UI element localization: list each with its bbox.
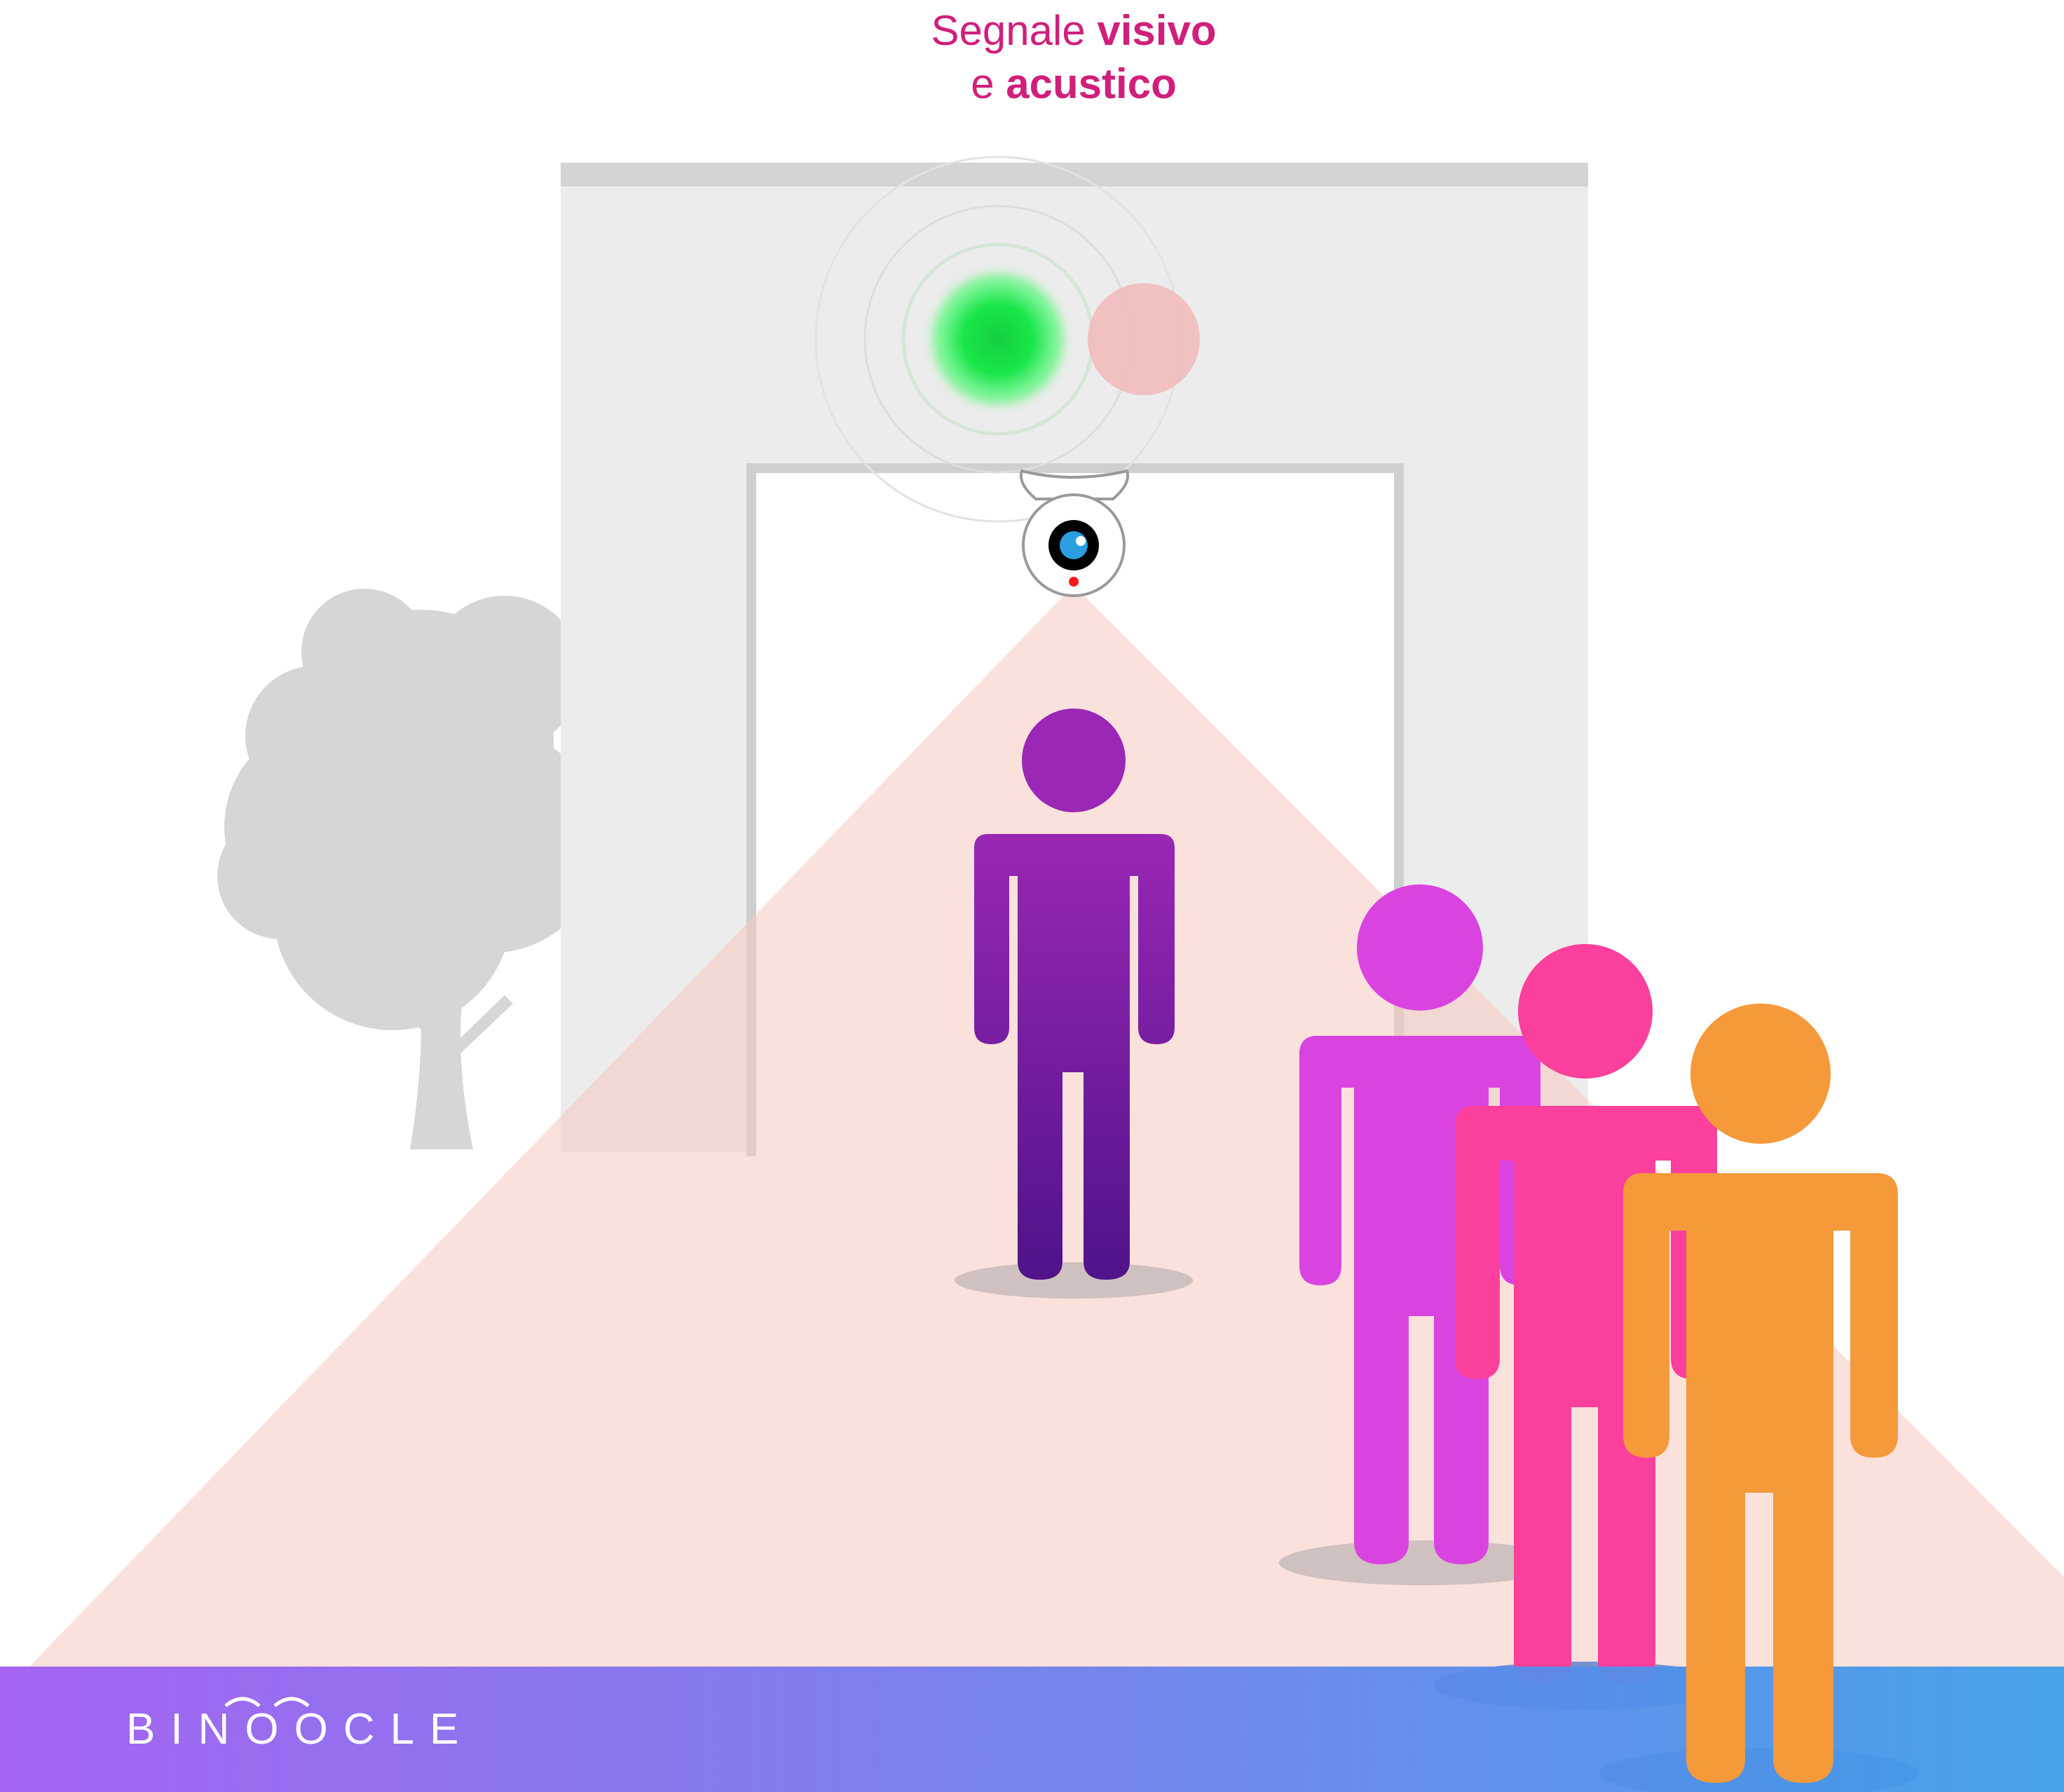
brand-logo-arcs xyxy=(224,1697,310,1707)
caption-line-1: Segnale visivo xyxy=(821,4,1326,57)
brand-logo: BINOOCLE xyxy=(126,1705,474,1753)
caption-line-2-prefix: e xyxy=(971,60,995,107)
caption-line-2-bold: acustico xyxy=(1006,60,1177,107)
traffic-light-icon xyxy=(814,156,1200,523)
person-queue-3-legs xyxy=(1686,1667,1833,1783)
green-light xyxy=(941,282,1055,397)
person-inside xyxy=(955,709,1193,1299)
red-light xyxy=(1088,283,1200,395)
sensor-camera-icon xyxy=(1020,469,1129,597)
caption-line-1-prefix: Segnale xyxy=(931,7,1086,54)
door-frame xyxy=(746,463,1404,1156)
tree-icon xyxy=(217,589,603,1149)
signal-caption: Segnale visivo e acustico xyxy=(821,4,1326,111)
caption-line-1-bold: visivo xyxy=(1097,7,1217,54)
caption-line-2: e acustico xyxy=(821,57,1326,111)
